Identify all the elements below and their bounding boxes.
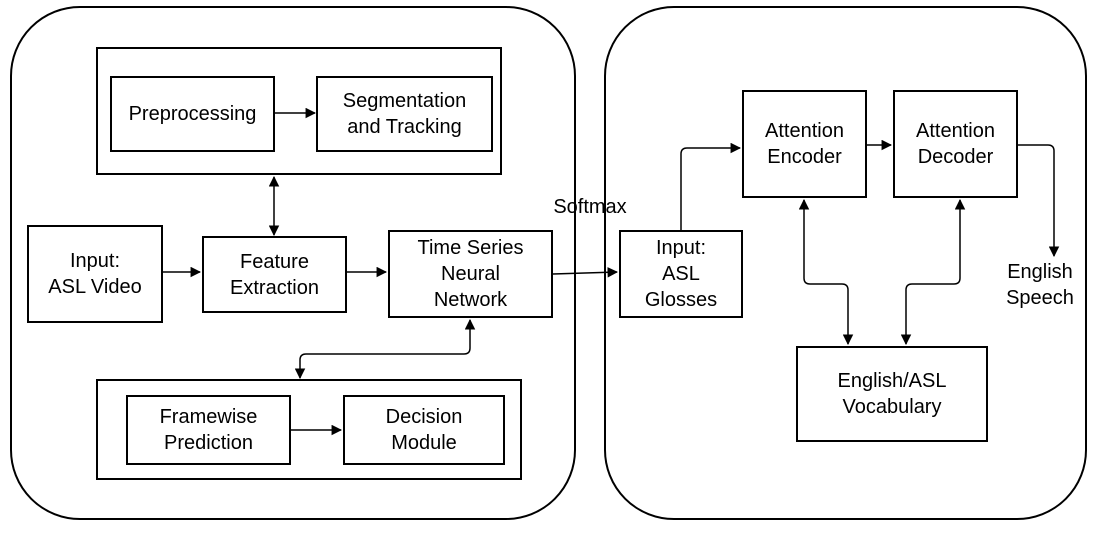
preprocessing-label: Preprocessing xyxy=(128,103,257,125)
arrow-decoder-to-vocabulary xyxy=(900,198,966,346)
framewise-prediction-label: Framewise Prediction xyxy=(159,406,258,454)
input-asl-video-node: Input: ASL Video xyxy=(27,225,163,323)
english-asl-vocabulary-label: English/ASL Vocabulary xyxy=(837,370,947,418)
feature-extraction-label: Feature Extraction xyxy=(230,250,319,299)
softmax-label: Softmax xyxy=(553,196,627,218)
framewise-prediction-node: Framewise Prediction xyxy=(126,395,291,465)
arrow-encoder-to-vocabulary xyxy=(798,198,854,346)
attention-encoder-node: Attention Encoder xyxy=(742,90,867,198)
arrow-glosses-to-encoder xyxy=(680,142,742,230)
input-asl-video-label: Input: ASL Video xyxy=(48,250,142,298)
left-panel xyxy=(10,6,576,520)
time-series-network-label: Time Series Neural Network xyxy=(417,237,524,311)
input-asl-glosses-label: Input: ASL Glosses xyxy=(644,237,718,311)
preprocessing-group xyxy=(96,47,502,175)
arrow-decoder-to-speech xyxy=(1018,144,1060,258)
segmentation-tracking-label: Segmentation and Tracking xyxy=(342,90,467,138)
attention-encoder-label: Attention Encoder xyxy=(765,120,844,168)
english-speech-label: English Speech xyxy=(1006,261,1074,309)
preprocessing-node: Preprocessing xyxy=(110,76,275,152)
input-asl-glosses-node: Input: ASL Glosses xyxy=(619,230,743,318)
attention-decoder-node: Attention Decoder xyxy=(893,90,1018,198)
prediction-group xyxy=(96,379,522,480)
time-series-network-node: Time Series Neural Network xyxy=(388,230,553,318)
feature-extraction-node: Feature Extraction xyxy=(202,236,347,313)
right-panel xyxy=(604,6,1087,520)
attention-decoder-label: Attention Decoder xyxy=(916,120,995,168)
segmentation-tracking-node: Segmentation and Tracking xyxy=(316,76,493,152)
english-asl-vocabulary-node: English/ASL Vocabulary xyxy=(796,346,988,442)
arrow-time-series-to-glosses xyxy=(552,267,619,278)
decision-module-node: Decision Module xyxy=(343,395,505,465)
arrow-time-series-to-prediction-group xyxy=(294,318,476,380)
decision-module-label: Decision Module xyxy=(385,406,463,454)
